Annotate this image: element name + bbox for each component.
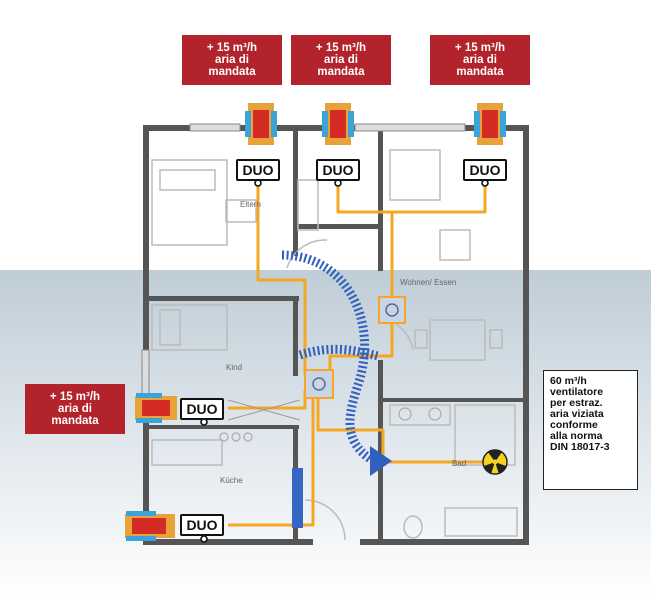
airflow-arc	[281, 250, 375, 464]
supply-air-label: + 15 m³/h aria di mandata	[182, 35, 282, 85]
supply-air-label: + 15 m³/h aria di mandata	[291, 35, 391, 85]
air-distributor-icon	[304, 369, 334, 399]
blue-duct-segment	[292, 468, 303, 528]
supply-air-label: + 15 m³/h aria di mandata	[430, 35, 530, 85]
fan-description: 60 m³/h ventilatore per estraz. aria viz…	[543, 370, 638, 490]
supply-air-label: + 15 m³/h aria di mandata	[25, 384, 125, 434]
room-label-eltern: Eltern	[240, 200, 261, 209]
heat-exchanger-icon	[245, 103, 277, 145]
room-label-kind: Kind	[226, 363, 242, 372]
fan-icon	[482, 449, 508, 475]
duo-unit: DUO	[316, 159, 360, 181]
heat-exchanger-icon	[322, 103, 354, 145]
duo-unit: DUO	[180, 398, 224, 420]
airflow-arrow-icon	[370, 446, 392, 476]
background-band	[0, 270, 651, 600]
heat-exchanger-icon	[474, 103, 506, 145]
duo-unit: DUO	[236, 159, 280, 181]
air-distributor-icon	[378, 296, 406, 324]
room-label-wohnen: Wohnen/ Essen	[400, 278, 456, 287]
room-label-kueche: Küche	[220, 476, 243, 485]
duo-unit: DUO	[463, 159, 507, 181]
heat-exchanger-icon	[125, 511, 175, 541]
room-label-bad: Bad	[452, 459, 466, 468]
heat-exchanger-icon	[135, 393, 177, 423]
duo-unit: DUO	[180, 514, 224, 536]
